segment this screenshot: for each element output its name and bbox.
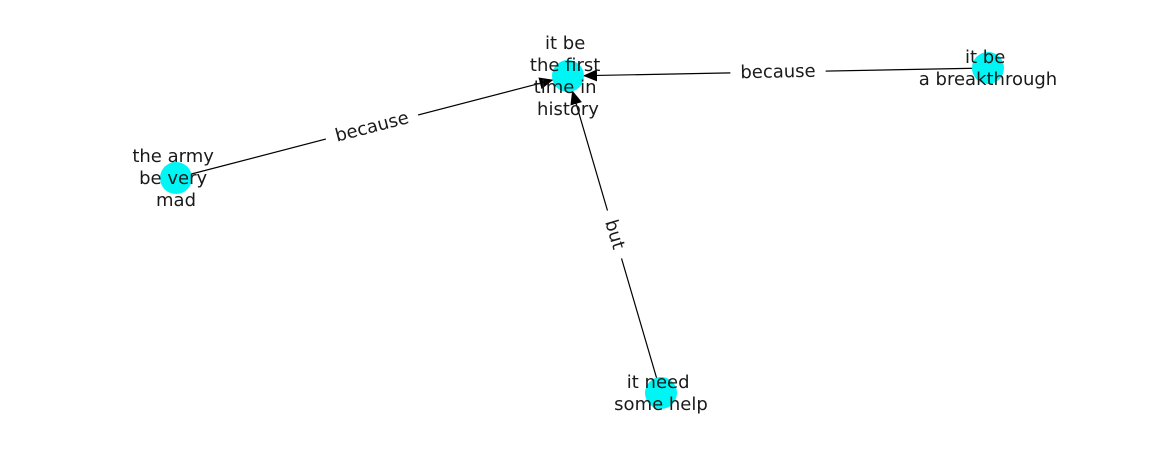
edge-label-background: [730, 58, 826, 86]
edge-label-background: [595, 207, 634, 262]
node-label-line: history: [537, 99, 599, 120]
edge-because-army-to-first-time: because: [175, 77, 554, 179]
node-label-line: the army: [132, 146, 214, 167]
node-label-line: it be: [965, 47, 1005, 68]
node-need-some-help: it need some help: [614, 372, 708, 415]
node-label-line: a breakthrough: [919, 69, 1057, 90]
node-label: it be the first time in history: [530, 33, 606, 120]
node-circle: [160, 162, 192, 194]
edge-because-breakthrough-to-first-time: because: [582, 58, 989, 86]
edge-label: but: [600, 217, 629, 252]
node-label-line: some help: [614, 394, 708, 415]
edges: because because but: [175, 58, 989, 394]
node-circle: [645, 377, 677, 409]
node-breakthrough: it be a breakthrough: [919, 47, 1057, 90]
edge-but-help-to-first-time: but: [570, 90, 662, 394]
node-label-line: it need: [627, 372, 690, 393]
node-label-line: it be: [545, 33, 585, 54]
node-label: the army be very mad: [132, 146, 219, 211]
node-label-line: time in: [534, 77, 597, 98]
node-army-be-very-mad: the army be very mad: [132, 146, 219, 211]
node-label-line: be very: [139, 168, 207, 189]
node-first-time-in-history: it be the first time in history: [530, 33, 606, 120]
edge-label-background: [322, 102, 422, 152]
nodes: it be the first time in history it be a …: [132, 33, 1057, 415]
node-label: it need some help: [614, 372, 708, 415]
node-label-line: mad: [156, 190, 196, 211]
node-circle: [552, 60, 584, 92]
node-label-line: the first: [530, 55, 600, 76]
edge-label: because: [333, 107, 411, 146]
node-circle: [972, 52, 1004, 84]
edge-label: because: [740, 61, 816, 83]
node-label: it be a breakthrough: [919, 47, 1057, 90]
